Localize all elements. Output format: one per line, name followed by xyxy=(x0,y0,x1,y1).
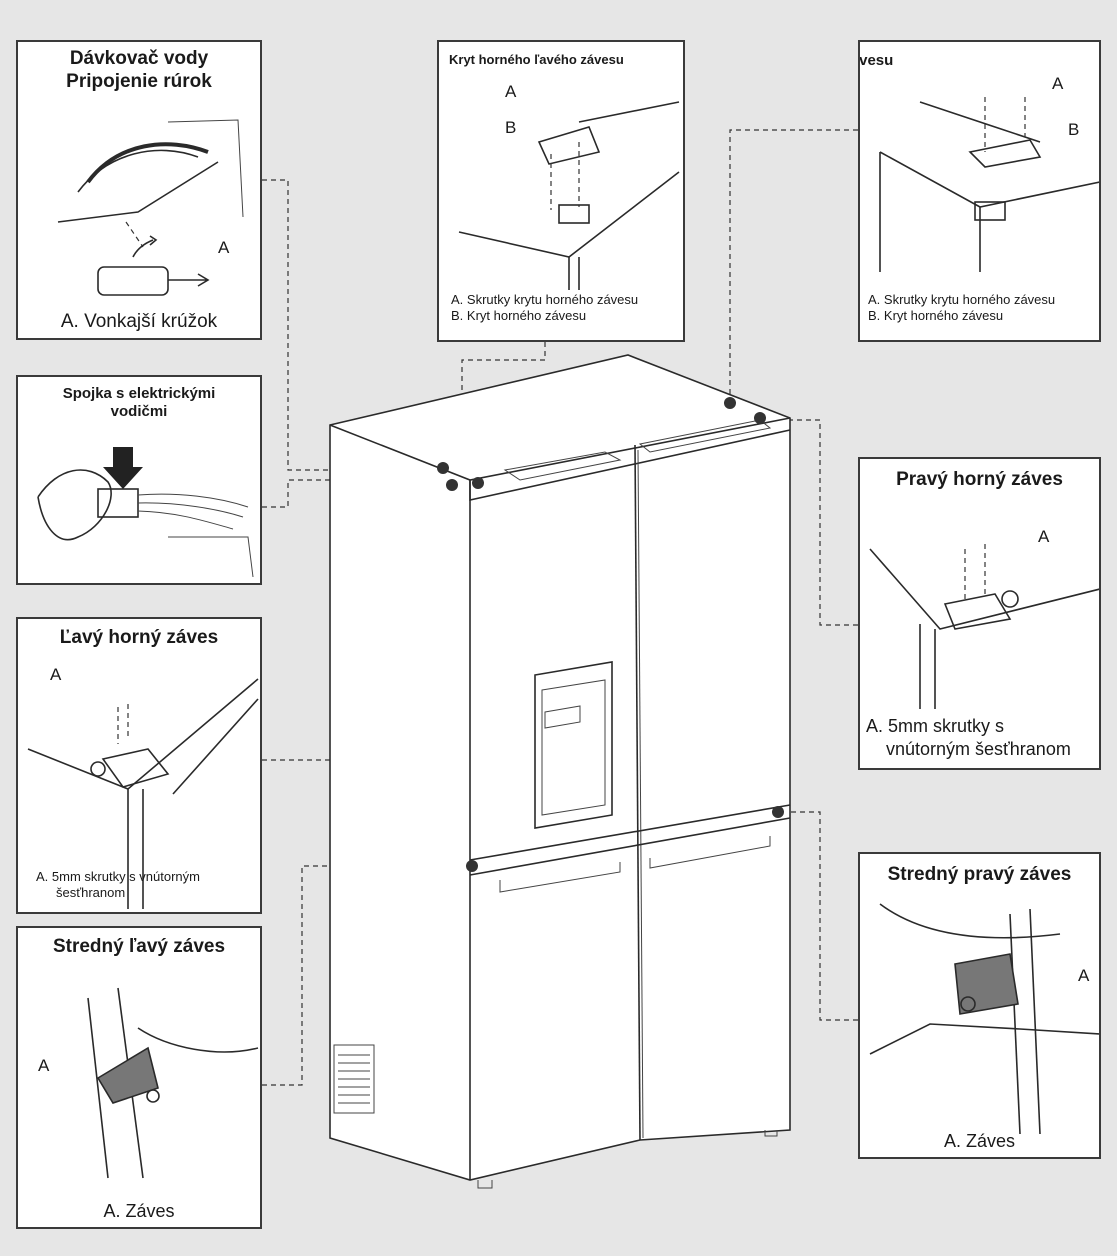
caption: A. 5mm skrutky s vnútorným šesťhranom xyxy=(36,869,200,902)
right-top-hinge-drawing xyxy=(869,544,1099,709)
panel-title: Spojka s elektrickými vodičmi xyxy=(18,385,260,421)
left-top-hinge-drawing xyxy=(27,678,259,909)
caption-line: A. Skrutky krytu horného závesu xyxy=(451,292,639,307)
panel-title: Dávkovač vody Pripojenie rúrok xyxy=(18,48,260,94)
caption-line: vnútorným šesťhranom xyxy=(886,738,1071,759)
label-a: A xyxy=(505,82,517,101)
title-line: Pripojenie rúrok xyxy=(66,70,212,92)
label-a: A xyxy=(50,665,62,684)
panel-left-top-hinge: Ľavý horný záves A A. 5mm skrutky s vnút… xyxy=(16,617,262,914)
label-b: B xyxy=(1068,120,1080,139)
hinge-markers xyxy=(437,397,784,872)
label-a: A xyxy=(1078,966,1090,985)
panel-water-dispenser: Dávkovač vody Pripojenie rúrok A A. Vonk… xyxy=(16,40,262,340)
caption-line: šesťhranom xyxy=(56,885,126,901)
panel-mid-right-hinge: Stredný pravý záves A A. Záves xyxy=(858,852,1101,1159)
label-a: A xyxy=(38,1056,50,1075)
panel-title: Kryt horného ľavého závesu xyxy=(449,52,624,67)
panel-right-top-hinge: Pravý horný záves A A. 5mm skrutky s vnú… xyxy=(858,457,1101,770)
title-line: Dávkovač vody xyxy=(69,48,209,69)
wire-connector-drawing xyxy=(37,447,254,578)
panel-title: Stredný ľavý záves xyxy=(52,936,226,957)
caption: A. 5mm skrutky s vnútorným šesťhranom xyxy=(866,715,1071,760)
mid-right-hinge-drawing xyxy=(869,903,1099,1135)
caption: A. Záves xyxy=(943,1131,1016,1151)
left-cover-drawing xyxy=(458,101,680,290)
panel-wire-connector: Spojka s elektrickými vodičmi xyxy=(16,375,262,585)
title-line: Spojka s elektrickými xyxy=(62,385,216,402)
caption-line: B. Kryt horného závesu xyxy=(451,308,587,324)
panel-left-top-cover: Kryt horného ľavého závesu A B A. Skrutk… xyxy=(437,40,685,342)
caption: A. Vonkajší krúžok xyxy=(60,311,218,332)
panel-mid-left-hinge: Stredný ľavý záves A A. Záves xyxy=(16,926,262,1229)
title-line: vodičmi xyxy=(110,403,168,420)
panel-title: Stredný pravý záves xyxy=(887,864,1072,885)
mid-left-hinge-drawing xyxy=(87,987,259,1179)
caption-line: A. 5mm skrutky s xyxy=(866,716,1005,736)
right-cover-drawing xyxy=(879,97,1099,272)
caption: A. Záves xyxy=(103,1201,175,1221)
water-tube-drawing xyxy=(57,119,244,296)
fridge-body xyxy=(329,354,791,1189)
panel-title: Pravý horný záves xyxy=(896,469,1063,490)
caption-line: A. Skrutky krytu horného závesu xyxy=(868,292,1056,307)
caption-line: B. Kryt horného závesu xyxy=(868,308,1004,324)
caption-line: A. 5mm skrutky s vnútorným xyxy=(36,869,200,884)
caption: A. Skrutky krytu horného závesu B. Kryt … xyxy=(451,292,638,325)
panel-right-top-cover: Pravý horný kryt závesu A B A. Skrutky k… xyxy=(858,40,1101,342)
panel-title: Ľavý horný záves xyxy=(59,627,219,648)
label-a: A xyxy=(1038,527,1050,546)
label-a: A xyxy=(1052,74,1064,93)
label-a: A xyxy=(218,238,230,257)
caption: A. Skrutky krytu horného závesu B. Kryt … xyxy=(868,292,1055,325)
panel-title: Pravý horný kryt závesu xyxy=(859,52,894,69)
label-b: B xyxy=(505,118,517,137)
